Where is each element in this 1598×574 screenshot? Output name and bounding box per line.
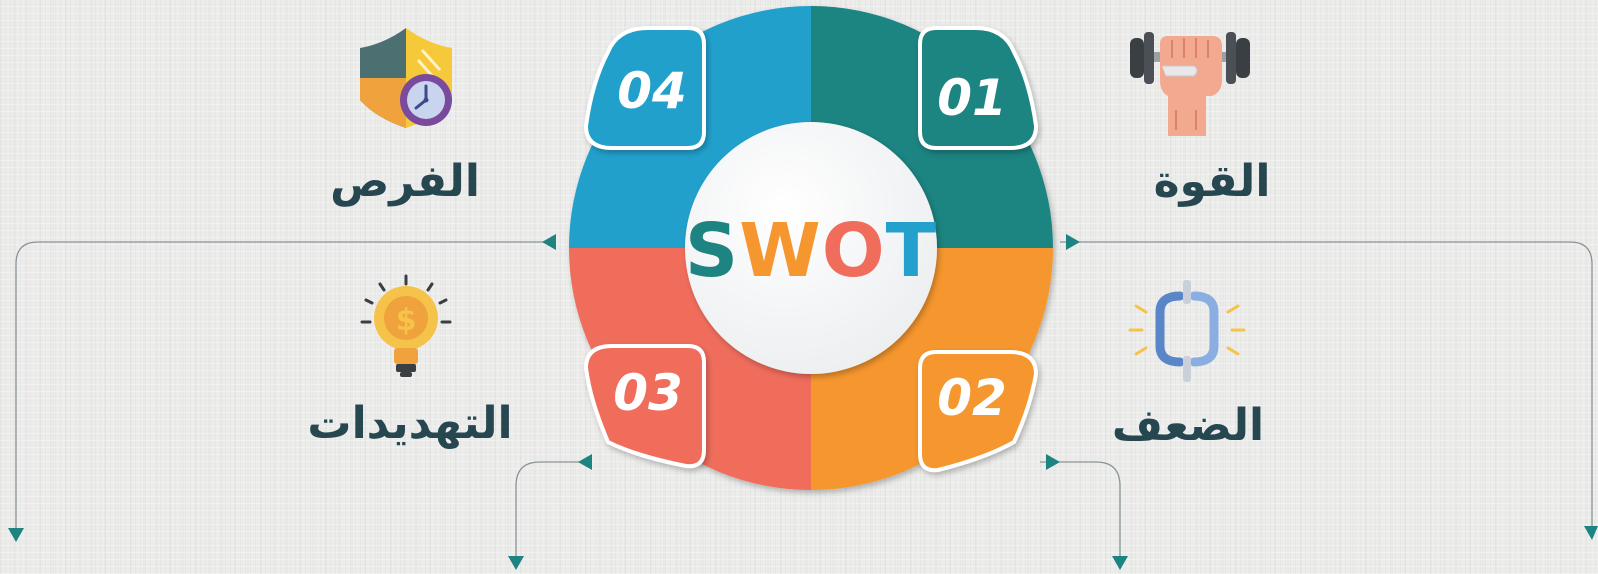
arrow-down-threats [508,556,524,570]
number-02: 02 [937,369,1007,427]
swot-letter-w: W [739,208,822,294]
lightbulb-dollar-icon: $ [360,274,452,377]
label-opportunities: الفرص [330,156,480,207]
shield-clock-icon [360,28,452,128]
center-circle [685,122,937,374]
broken-chain-icon [1128,280,1246,382]
number-01: 01 [937,69,1007,127]
arrow-down-left [8,528,24,542]
label-strengths: القوة [1153,156,1271,207]
arrow-down-weaknesses [1112,556,1128,570]
tab-04: 04 [583,26,706,150]
label-threats: التهديدات [307,398,513,449]
arrow-left-threats [578,454,592,470]
swot-letter-s: S [685,208,739,294]
connector-strengths [1060,241,1593,528]
number-04: 04 [617,62,687,120]
arrowheads [8,234,1598,570]
tab-03: 03 [583,344,706,469]
swot-title: SWOT [685,208,937,294]
number-03: 03 [613,364,683,422]
tab-01: 01 [918,26,1039,150]
arrow-down-right [1584,526,1598,540]
connector-threats [515,461,580,558]
connector-weaknesses [1040,461,1121,558]
arrow-left-opportunities [542,234,556,250]
connector-lines [15,241,1593,558]
connector-opportunities [15,241,555,528]
arrow-right-weaknesses [1046,454,1060,470]
arrow-right-strengths [1066,234,1080,250]
svg-text:$: $ [396,303,417,338]
label-weaknesses: الضعف [1111,400,1265,451]
tab-02: 02 [918,350,1039,473]
fist-dumbbell-icon [1130,32,1250,136]
swot-letter-o: O [822,208,886,294]
swot-letter-t: T [886,208,937,294]
